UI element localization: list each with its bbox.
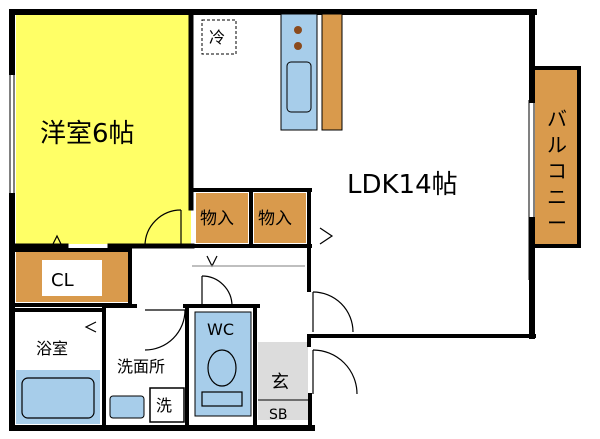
bathtub <box>21 377 95 419</box>
storage-2-label: 物入 <box>258 209 292 229</box>
walls <box>9 9 581 431</box>
shoebox-label: SB <box>269 407 288 423</box>
fridge-label: 冷 <box>209 28 225 47</box>
doors <box>51 209 358 395</box>
fridge-space <box>201 19 237 55</box>
wash-basin <box>109 395 145 419</box>
storage-1-label: 物入 <box>200 209 234 229</box>
stove-burner-2 <box>294 42 302 50</box>
entrance-floor <box>258 342 308 420</box>
wc-label: WC <box>207 320 234 339</box>
storage-1-fill <box>196 193 248 243</box>
toilet-tank <box>201 391 243 407</box>
balcony-char-2: ル <box>547 133 567 157</box>
bath-label: 浴室 <box>36 339 68 358</box>
stove-burner-1 <box>294 26 302 34</box>
kitchen-shelf <box>321 13 343 131</box>
windows <box>9 72 535 280</box>
balcony-char-5: ー <box>547 211 567 235</box>
closet-inner <box>42 260 102 296</box>
western-room-fill <box>16 14 191 244</box>
washer-label: 洗 <box>156 396 172 415</box>
ldk-label: LDK14帖 <box>347 170 458 200</box>
balcony-char-3: コ <box>547 159 567 183</box>
washroom-label: 洗面所 <box>117 357 165 376</box>
entrance-label: 玄 <box>271 372 289 393</box>
toilet-bowl <box>207 349 237 387</box>
washer-box <box>149 387 185 423</box>
balcony-label: バ ル コ ニ ー <box>547 107 567 235</box>
balcony-char-4: ニ <box>547 185 567 209</box>
western-room-label: 洋室6帖 <box>40 119 135 149</box>
balcony-fill <box>535 70 577 245</box>
closet-label: CL <box>51 270 74 291</box>
kitchen-sink <box>286 61 312 113</box>
balcony-char-1: バ <box>547 107 567 131</box>
storage-2-fill <box>254 193 306 243</box>
